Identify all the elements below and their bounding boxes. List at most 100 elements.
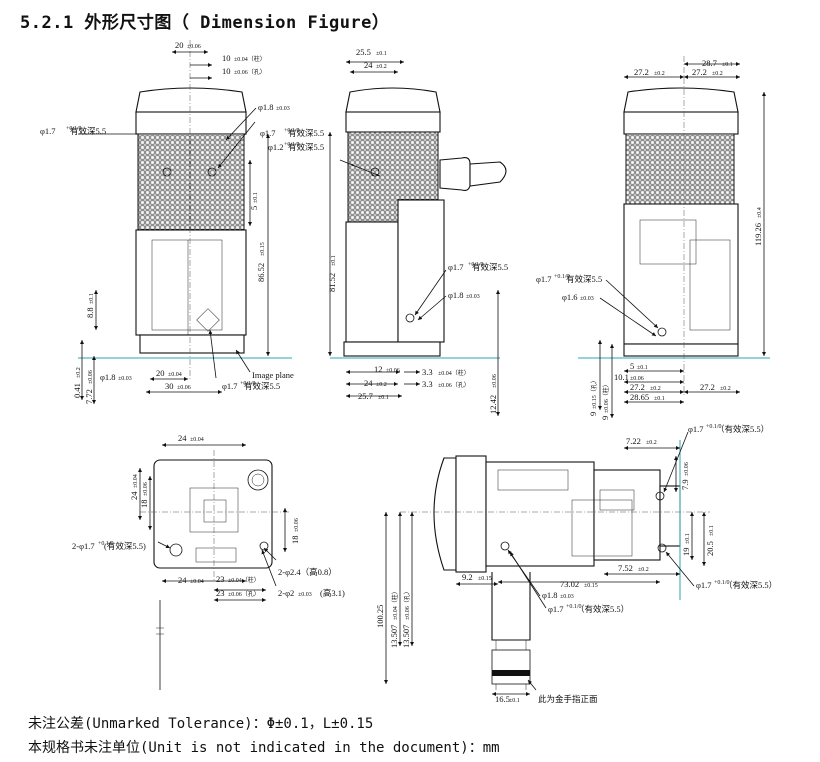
back-hole-tol: +0.1/0 <box>554 274 570 280</box>
front-tol-30: ±0.06 <box>177 385 191 391</box>
front-dim-0-41: 0.41 <box>72 383 82 398</box>
side-tol-24: ±0.2 <box>376 64 387 70</box>
side-tol-24b: ±0.2 <box>376 382 387 388</box>
back-tol-9-pin: ±0.06（柱） <box>602 381 610 413</box>
front-dim-7-72: 7.72 <box>84 389 94 404</box>
side-tol-25-5: ±0.1 <box>376 51 387 57</box>
back-pin-16: φ1.6 <box>562 292 578 302</box>
dimension-figure: 20 ±0.06 10 ±0.04（柱） 10 ±0.06（孔） φ1.8 ±0… <box>40 40 777 704</box>
top-tol-13-507-pin: ±0.04（柱） <box>391 588 399 620</box>
front-hole-left: φ1.7 <box>40 126 56 136</box>
top-hole-b-depth: （有效深5.5） <box>724 580 777 590</box>
bottom-dim-23-hole: 23 <box>216 588 225 598</box>
top-dim-13-507-pin: 13.507 <box>389 625 399 648</box>
top-dim-9-2: 9.2 <box>462 572 473 582</box>
back-dim-28-7: 28.7 <box>702 58 717 68</box>
front-tol-8-8: ±0.1 <box>89 293 95 304</box>
bottom-dim-18-left: 18 <box>139 500 149 509</box>
front-tol-10-hole: ±0.06（孔） <box>234 68 266 76</box>
front-hole-bottom: φ1.7 <box>222 381 238 391</box>
side-hole-depth: 有效深5.5 <box>472 262 508 272</box>
image-plane-label: Image plane <box>252 370 294 380</box>
back-dim-119-26: 119.26 <box>753 223 763 246</box>
side-tol-3-3-pin: ±0.04（柱） <box>438 369 470 377</box>
back-dim-5: 5 <box>630 361 634 371</box>
top-tol-7-22: ±0.2 <box>646 440 657 446</box>
bottom-view: 24 ±0.04 24 ±0.04 18 ±0.06 18 ±0.06 2-φ1… <box>72 433 345 690</box>
top-dim-7-52: 7.52 <box>618 563 633 573</box>
side-pin-18: φ1.8 <box>448 290 464 300</box>
front-hole-bottom-tol: +0.1/0 <box>240 381 256 387</box>
side-tol-3-3-hole: ±0.06（孔） <box>438 381 470 389</box>
back-dim-28-65: 28.65 <box>630 392 649 402</box>
back-pin-16-tol: ±0.03 <box>580 296 594 302</box>
top-view: φ1.7 +0.1/0 （有效深5.5） 7.22 ±0.2 7.9 ±0.06… <box>375 424 777 704</box>
bottom-pin-2-4: 2-φ2.4（高0.8） <box>278 567 337 577</box>
side-view: 25.5 ±0.1 24 ±0.2 81.52 ±0.1 φ1.7 +0.1/0… <box>327 47 508 416</box>
front-dim-10-pin: 10 <box>222 53 231 63</box>
back-tol-27-2b: ±0.2 <box>712 71 723 77</box>
front-tol-7-72: ±0.06 <box>88 370 94 384</box>
side-tol-12-42: ±0.06 <box>492 374 498 388</box>
front-pin-18: φ1.8 <box>258 102 274 112</box>
bottom-tol-24-top: ±0.04 <box>190 437 204 443</box>
back-tol-119-26: ±0.4 <box>757 207 763 218</box>
section-heading: 5.2.1 外形尺寸图（ Dimension Figure） <box>20 13 390 33</box>
front-dim-20-bottom: 20 <box>156 368 165 378</box>
side-tol-25-7: ±0.1 <box>378 395 389 401</box>
top-dim-13-507-hole: 13.507 <box>401 625 411 648</box>
top-dim-7-9: 7.9 <box>680 479 690 490</box>
bottom-dim-24-top: 24 <box>178 433 187 443</box>
top-tol-7-9: ±0.06 <box>684 462 690 476</box>
front-dim-20: 20 <box>175 40 184 50</box>
bottom-tol-24-v: ±0.04 <box>133 474 139 488</box>
front-hole-right-tol: +0.1/0 <box>284 128 300 134</box>
side-dim-24: 24 <box>364 60 373 70</box>
top-dim-16-5: 16.5 <box>495 694 510 704</box>
top-tol-9-2: ±0.15 <box>478 576 492 582</box>
bottom-holes-tol: +0.1/0 <box>98 541 114 547</box>
bottom-dim-18-right: 18 <box>290 536 300 545</box>
side-dim-3-3-hole: 3.3 <box>422 379 433 389</box>
top-tol-73-02: ±0.15 <box>584 583 598 589</box>
top-hole: φ1.7 <box>688 424 704 434</box>
bottom-dim-24-v: 24 <box>129 491 139 500</box>
front-hole-bottom-depth: 有效深5.5 <box>244 381 280 391</box>
side-tol-12: ±0.06 <box>386 368 400 374</box>
top-tol-19: ±0.1 <box>685 533 691 544</box>
top-hole-tol: +0.1/0 <box>706 424 722 430</box>
back-tol-27-2d: ±0.2 <box>720 386 731 392</box>
unit-note: 本规格书未注单位(Unit is not indicated in the do… <box>28 740 500 756</box>
bottom-holes-depth: (有效深5.5) <box>104 541 146 551</box>
side-dim-3-3-pin: 3.3 <box>422 367 433 377</box>
front-dim-86-52: 86.52 <box>256 263 266 282</box>
bottom-pin-2-tol: ±0.03 <box>298 592 312 598</box>
top-dim-73-02: 73.02 <box>560 579 579 589</box>
front-dim-30: 30 <box>165 381 174 391</box>
top-dim-100-25: 100.25 <box>375 605 385 628</box>
side-dim-12: 12 <box>374 364 383 374</box>
bottom-tol-23-pin: ±0.04（柱） <box>228 576 260 584</box>
back-dim-27-2c: 27.2 <box>630 382 645 392</box>
front-tol-86-52: ±0.15 <box>260 242 266 256</box>
side-tol-81-52: ±0.1 <box>331 255 337 266</box>
bottom-dim-23-pin: 23 <box>216 574 225 584</box>
front-tol-0-41: ±0.2 <box>76 367 82 378</box>
top-pin-18: φ1.8 <box>542 590 558 600</box>
back-tol-9-hole: ±0.15（孔） <box>590 377 598 409</box>
bottom-tol-24-bottom: ±0.04 <box>190 579 204 585</box>
front-tol-5: ±0.1 <box>253 192 259 203</box>
front-pin-18-bottom: φ1.8 <box>100 372 116 382</box>
top-hole-c-tol: +0.1/0 <box>566 604 582 610</box>
top-hole-b-tol: +0.1/0 <box>714 580 730 586</box>
top-hole-b: φ1.7 <box>696 580 712 590</box>
bottom-pin-2-height: (高3.1) <box>320 588 345 598</box>
side-dim-24b: 24 <box>364 378 373 388</box>
top-hole-c: φ1.7 <box>548 604 564 614</box>
back-tol-10-1: ±0.06 <box>630 376 644 382</box>
bottom-dim-24-bottom: 24 <box>178 575 187 585</box>
back-tol-28-7: ±0.1 <box>722 62 733 68</box>
front-view: 20 ±0.06 10 ±0.04（柱） 10 ±0.06（孔） φ1.8 ±0… <box>40 40 324 404</box>
back-tol-27-2c: ±0.2 <box>650 386 661 392</box>
side-dim-81-52: 81.52 <box>327 273 337 292</box>
